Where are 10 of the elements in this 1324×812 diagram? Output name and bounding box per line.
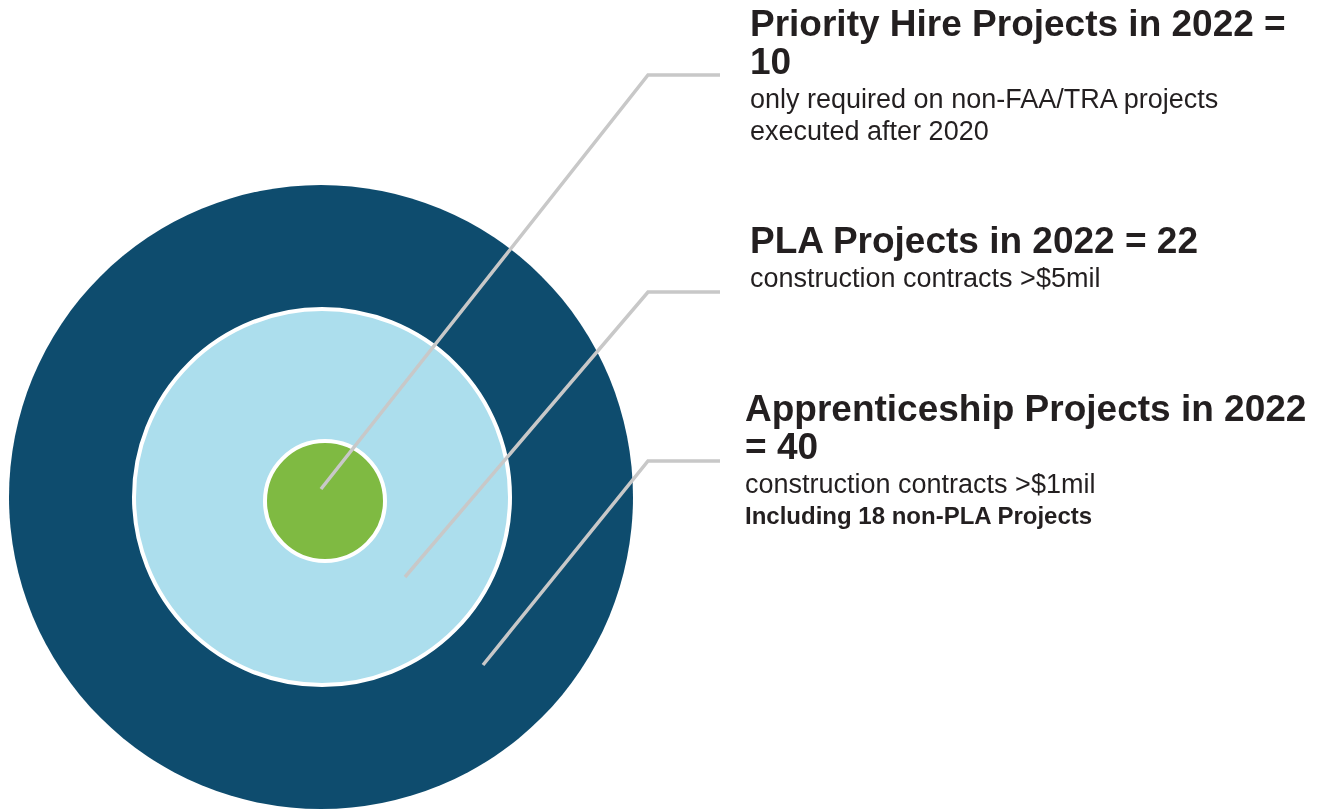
description: construction contracts >$5mil xyxy=(750,262,1102,294)
description: construction contracts >$1mil xyxy=(745,468,1097,500)
leader-line xyxy=(319,73,720,491)
leader-line xyxy=(403,290,720,579)
description: Including 18 non-PLA Projects xyxy=(745,501,1094,531)
heading: Apprenticeship Projects in 2022 = 40 xyxy=(745,390,1308,466)
heading: PLA Projects in 2022 = 22 xyxy=(750,222,1199,260)
description: only required on non-FAA/TRA projects executed after 2020 xyxy=(750,83,1220,147)
leader-line xyxy=(481,459,720,667)
heading: Priority Hire Projects in 2022 = 10 xyxy=(750,5,1287,81)
